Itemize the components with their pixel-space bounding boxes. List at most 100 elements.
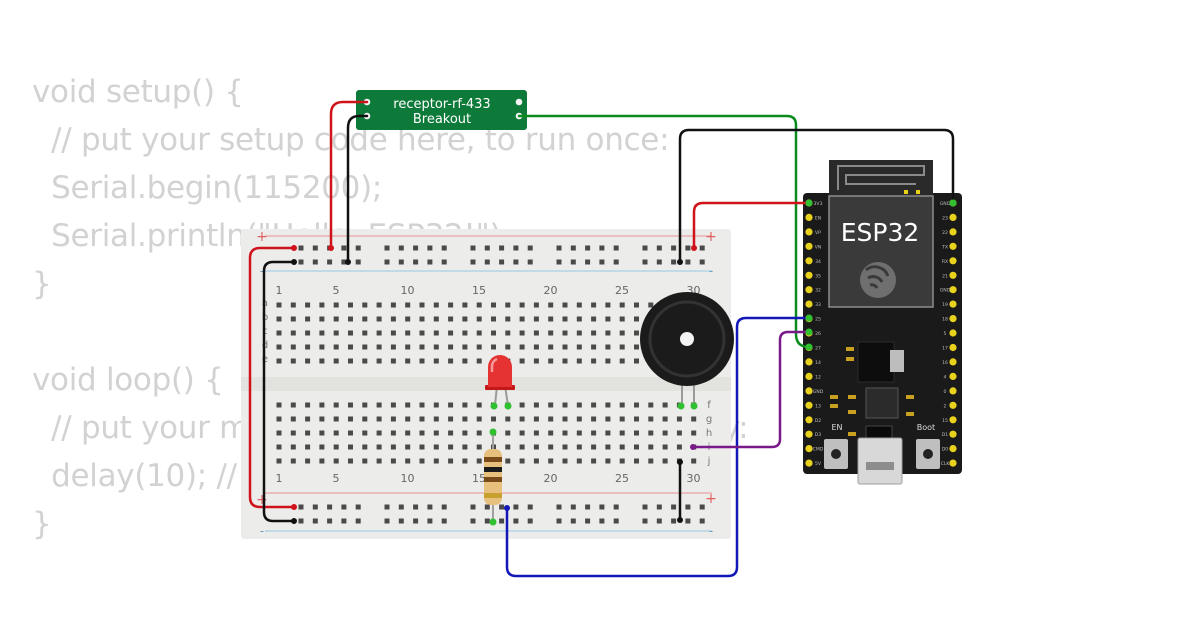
breadboard-hole [519, 316, 525, 322]
esp32-pin-label: 5V [815, 461, 822, 467]
esp32-header-pin[interactable] [949, 445, 957, 453]
breadboard-hole [355, 518, 361, 524]
esp32-header-pin[interactable] [949, 459, 957, 467]
breadboard-hole [591, 444, 597, 450]
wire-led-signal-blue[interactable] [505, 316, 811, 578]
antenna-trace [837, 165, 925, 190]
wire-rail-minus-black[interactable] [262, 260, 296, 523]
wire-end [328, 245, 334, 251]
rail-minus-symbol: - [709, 524, 713, 538]
esp32-header-pin[interactable] [805, 228, 813, 236]
esp32-header-pin[interactable] [949, 387, 957, 395]
breadboard[interactable]: + + + + - - - - 1 5 10 15 20 25 30 1 5 1… [241, 229, 731, 539]
breadboard-hole [599, 259, 605, 265]
esp32-header-pin[interactable] [805, 430, 813, 438]
wire-rf-data-green[interactable] [517, 114, 811, 349]
regulator-tab [890, 350, 904, 372]
wire-rail-plus-red[interactable] [248, 246, 296, 509]
wire-end [504, 505, 510, 511]
esp32-header-pin[interactable] [949, 242, 957, 250]
esp32-header-pin[interactable] [805, 445, 813, 453]
esp32-pin-label: 13 [815, 403, 821, 409]
rf-receiver-module[interactable]: receptor-rf-433 Breakout [356, 90, 527, 130]
breadboard-hole [462, 444, 468, 450]
esp32-header-pin[interactable] [949, 372, 957, 380]
wire-gnd-black[interactable] [678, 128, 955, 264]
esp32-pin-label: GND [940, 288, 951, 294]
esp32-header-pin[interactable] [949, 343, 957, 352]
breadboard-center-channel [241, 377, 731, 391]
breadboard-hole [556, 504, 562, 510]
row-letter: j [707, 456, 711, 467]
breadboard-hole [298, 504, 304, 510]
esp32-header-pin[interactable] [949, 416, 957, 424]
breadboard-hole [390, 402, 396, 408]
esp32-header-pin[interactable] [805, 242, 813, 250]
esp32-pin-label: D0 [942, 447, 949, 453]
breadboard-hole [348, 416, 353, 422]
esp32-header-pin[interactable] [949, 315, 957, 323]
wire-3v3-red[interactable] [692, 201, 811, 250]
breadboard-hole [413, 518, 419, 524]
esp32-pin-label: 17 [942, 346, 948, 352]
breadboard-hole [305, 344, 311, 350]
breadboard-hole [576, 302, 582, 308]
breadboard-hole [376, 302, 382, 308]
resistor-band [484, 457, 502, 462]
breadboard-hole [570, 504, 576, 510]
esp32-header-pin[interactable] [949, 300, 957, 308]
piezo-buzzer[interactable] [640, 292, 734, 404]
esp32-header-pin[interactable] [949, 271, 957, 279]
esp32-header-pin[interactable] [949, 358, 957, 366]
red-led[interactable] [485, 355, 515, 406]
wire-end [691, 245, 697, 251]
breadboard-hole [519, 358, 525, 364]
esp32-header-pin[interactable] [949, 430, 957, 438]
breadboard-hole [662, 402, 668, 408]
resistor[interactable] [484, 432, 502, 522]
voltage-regulator [857, 341, 895, 383]
micro-usb-port[interactable] [857, 437, 903, 485]
esp32-header-pin[interactable] [949, 401, 957, 409]
esp32-header-pin[interactable] [805, 257, 813, 265]
breadboard-hole [419, 344, 425, 350]
breadboard-hole [499, 259, 505, 265]
breadboard-hole [448, 430, 454, 436]
breadboard-hole [642, 245, 648, 251]
esp32-pin-label: 0 [944, 389, 947, 395]
esp32-header-pin[interactable] [805, 213, 813, 221]
esp32-header-pin[interactable] [805, 286, 813, 294]
wire-buzzer-signal-purple[interactable] [691, 330, 811, 449]
esp32-header-pin[interactable] [805, 300, 813, 308]
breadboard-hole [562, 402, 568, 408]
esp32-pin-label: 12 [815, 374, 821, 380]
breadboard-hole [619, 358, 625, 364]
breadboard-hole [462, 330, 468, 336]
breadboard-hole [419, 416, 425, 422]
wire-rf-vcc-red[interactable] [329, 100, 369, 250]
wire-rf-gnd-black[interactable] [346, 114, 369, 264]
rf-module-label: receptor-rf-433 [393, 97, 490, 112]
breadboard-hole [333, 302, 339, 308]
esp32-header-pin[interactable] [805, 459, 813, 467]
esp32-header-pin[interactable] [949, 286, 957, 294]
esp32-header-pin[interactable] [805, 387, 813, 395]
breadboard-hole [648, 430, 654, 436]
rail-minus-symbol: - [709, 264, 713, 278]
esp32-header-pin[interactable] [805, 358, 813, 366]
esp32-header-pin[interactable] [949, 329, 957, 337]
esp32-header-pin[interactable] [949, 213, 957, 221]
esp32-header-pin[interactable] [805, 372, 813, 380]
breadboard-hole [505, 444, 511, 450]
esp32-header-pin[interactable] [805, 401, 813, 409]
esp32-devkit-board[interactable]: ESP32 3V3ENVPVN343532332526271412GND13D2… [803, 160, 962, 485]
esp32-header-pin[interactable] [805, 271, 813, 279]
esp32-header-pin[interactable] [949, 228, 957, 236]
breadboard-hole [333, 444, 339, 450]
esp32-header-pin[interactable] [949, 257, 957, 265]
breadboard-hole [276, 430, 282, 436]
esp32-header-pin[interactable] [805, 416, 813, 424]
boot-label: Boot [917, 423, 935, 432]
rf-module-pcb [356, 90, 527, 130]
breadboard-hole [433, 316, 439, 322]
